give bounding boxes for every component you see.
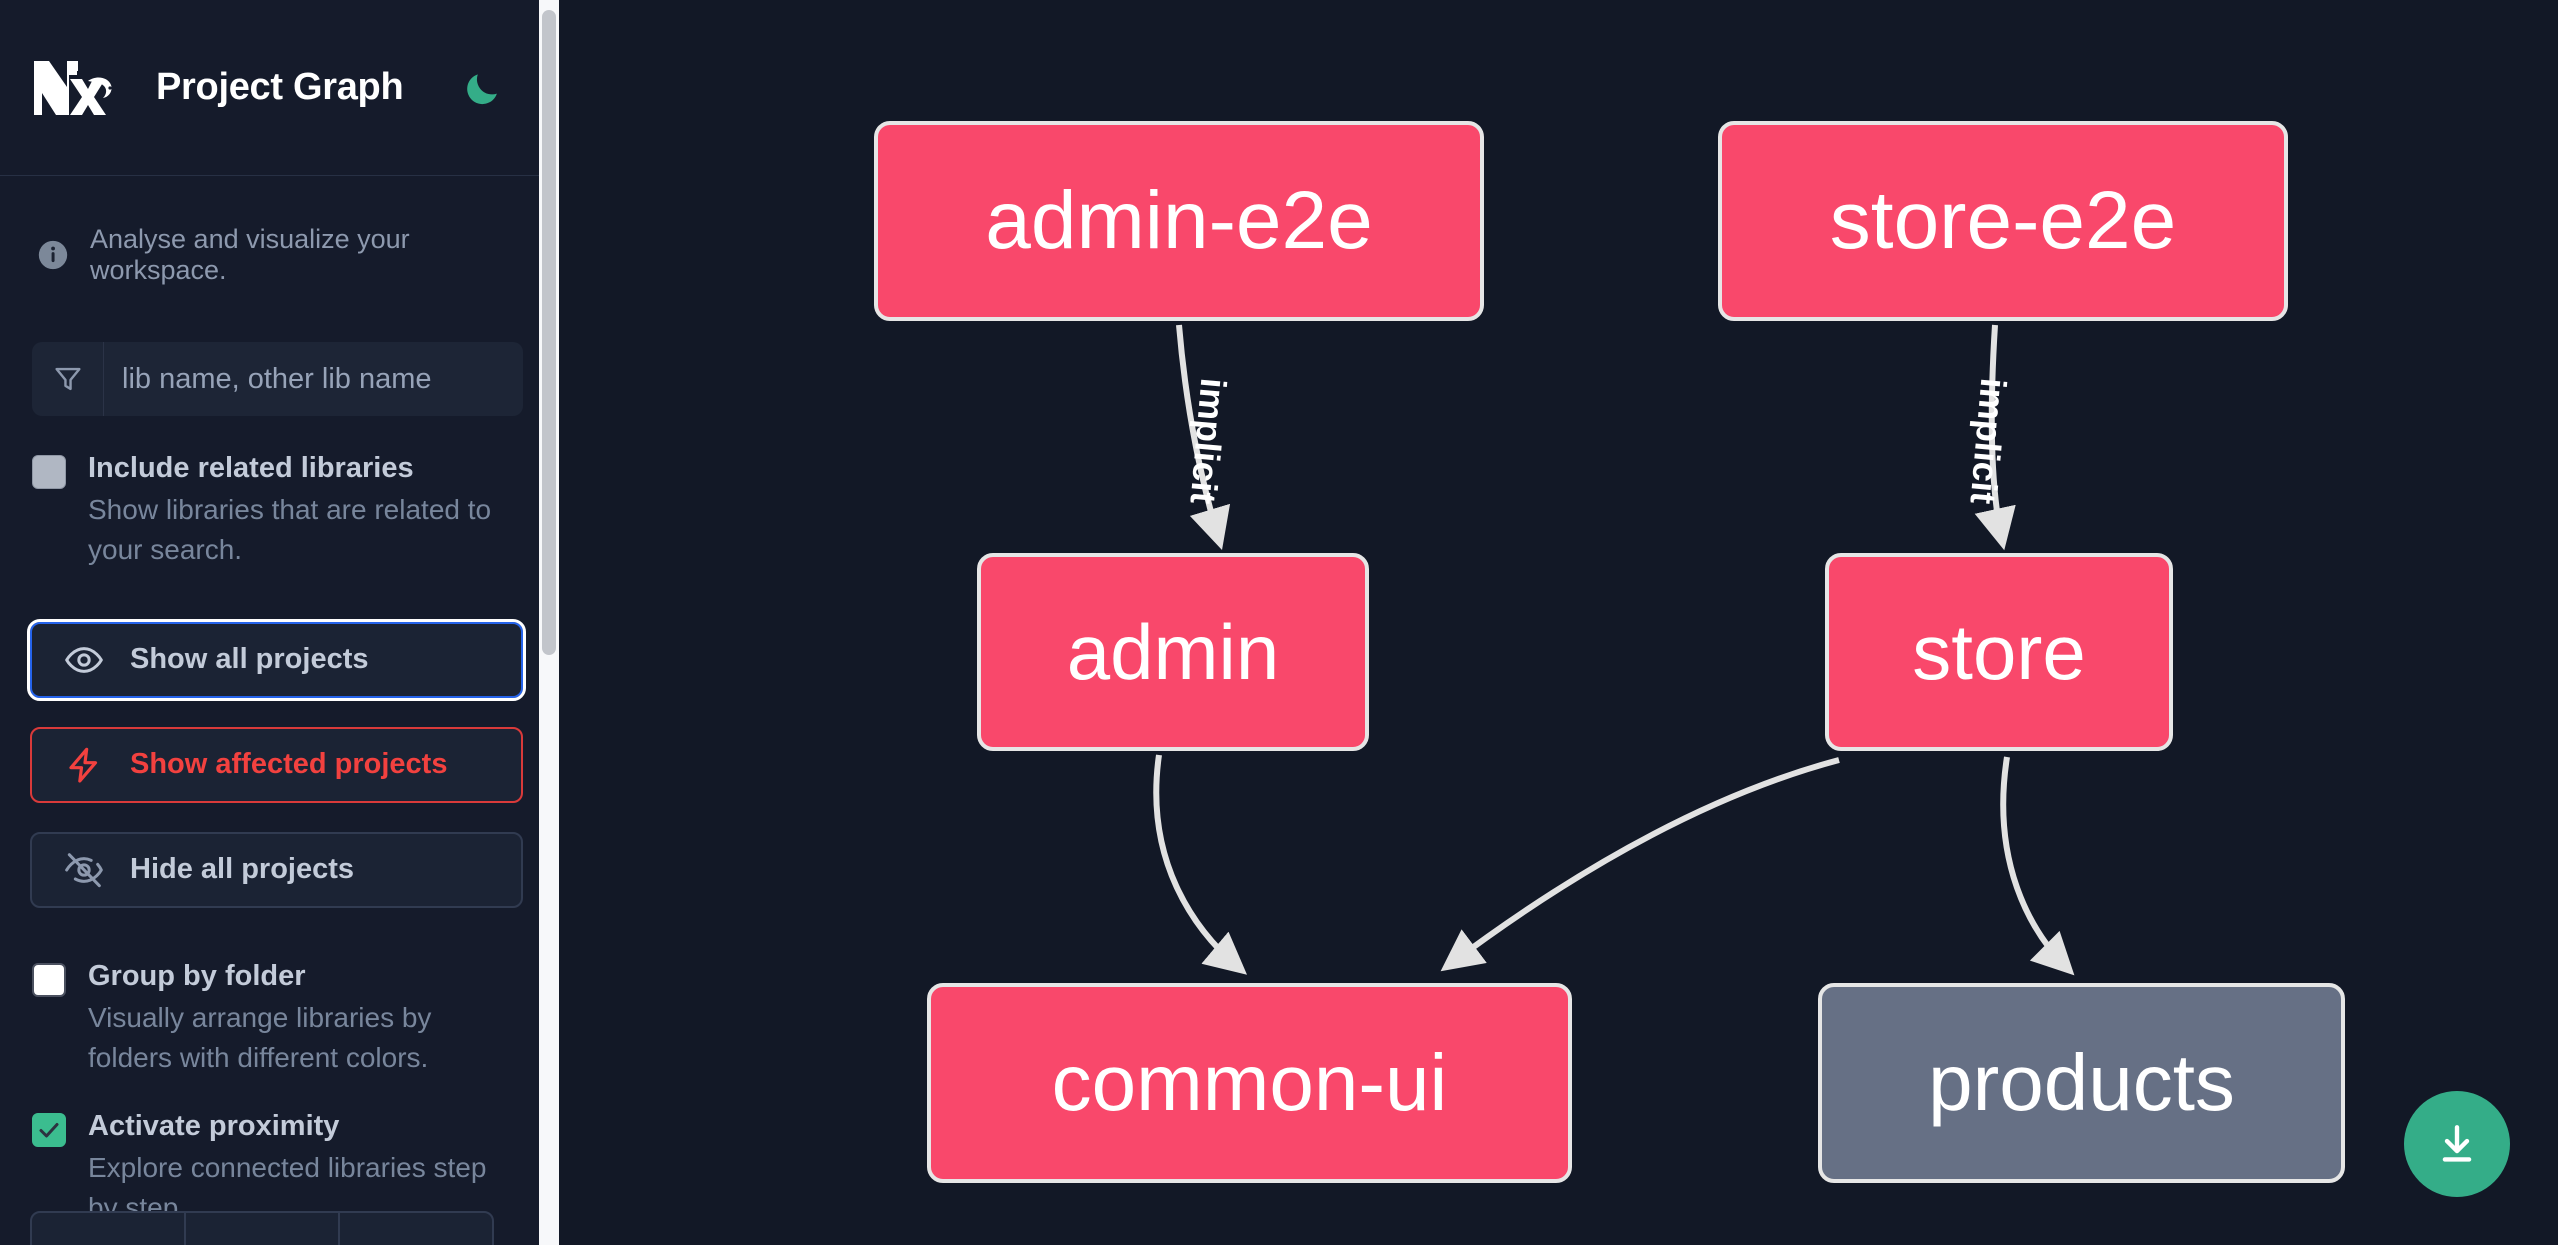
info-icon (38, 240, 68, 270)
show-affected-projects-label: Show affected projects (130, 748, 448, 781)
checkbox-include-related-libraries[interactable] (32, 455, 66, 489)
bottom-button-group[interactable] (30, 1211, 494, 1245)
bottom-button-group-cell-3[interactable] (340, 1213, 492, 1245)
sidebar-scrollbar-thumb[interactable] (542, 10, 556, 655)
edge-store-e2e-store (1974, 324, 2016, 551)
edge-store-products (2000, 756, 2075, 976)
lightning-bolt-icon (69, 747, 98, 783)
checkbox-group-by-folder[interactable] (32, 962, 66, 997)
sidebar-scrollbar[interactable] (539, 0, 559, 1245)
eye-off-icon (65, 852, 103, 887)
edge-admin-common-ui (1153, 754, 1248, 975)
checkbox-label-group-by-folder: Group by folder (88, 959, 306, 992)
edge-admin-e2e-admin (1176, 324, 1231, 551)
page-title: Project Graph (156, 66, 404, 108)
graph-node-admin-e2e[interactable]: admin-e2e (874, 121, 1484, 321)
graph-node-admin[interactable]: admin (977, 553, 1369, 751)
filter-funnel-icon (32, 342, 104, 416)
graph-node-store[interactable]: store (1825, 553, 2173, 751)
search-field-wrapper[interactable] (32, 342, 523, 416)
filter-funnel-icon-glyph (54, 367, 81, 391)
nx-logo (34, 60, 112, 115)
sidebar: Project Graph Analyse and visualize your… (0, 0, 559, 1245)
graph-edges: implicit implicit (1153, 324, 2075, 976)
checkbox-desc-include-related-libraries: Show libraries that are related to your … (88, 494, 492, 565)
sidebar-tagline: Analyse and visualize your workspace. (0, 176, 559, 286)
bottom-button-group-cell-2[interactable] (186, 1213, 340, 1245)
eye-icon (65, 646, 103, 673)
show-all-projects-label: Show all projects (130, 643, 369, 676)
show-affected-projects-button[interactable]: Show affected projects (30, 726, 523, 803)
moon-icon-glyph (467, 73, 498, 104)
checkbox-row-include-related-libraries[interactable]: Include related libraries Show libraries… (0, 450, 559, 570)
graph-node-products[interactable]: products (1818, 983, 2345, 1183)
moon-icon[interactable] (457, 63, 507, 113)
graph-node-common-ui[interactable]: common-ui (927, 983, 1572, 1183)
checkbox-label-activate-proximity: Activate proximity (88, 1109, 340, 1142)
project-visibility-buttons: Show all projects Show affected projects… (27, 618, 526, 908)
edge-store-common-ui (1440, 757, 1840, 972)
tagline-text: Analyse and visualize your workspace. (90, 224, 410, 285)
graph-canvas[interactable]: implicit implicit admin-e2e store-e2e ad… (559, 0, 2558, 1245)
sidebar-header: Project Graph (0, 0, 559, 176)
edge-label-implicit-store: implicit (1963, 377, 2015, 506)
hide-all-projects-label: Hide all projects (130, 853, 355, 886)
search-input[interactable] (104, 342, 523, 416)
hide-all-projects-button[interactable]: Hide all projects (30, 831, 523, 908)
download-button[interactable] (2404, 1091, 2510, 1197)
show-all-projects-button[interactable]: Show all projects (27, 618, 526, 701)
graph-node-store-e2e[interactable]: store-e2e (1718, 121, 2288, 321)
checkbox-row-activate-proximity[interactable]: Activate proximity Explore connected lib… (0, 1108, 559, 1228)
download-icon (2442, 1125, 2472, 1162)
checkbox-label-include-related-libraries: Include related libraries (88, 452, 414, 484)
edge-label-implicit-admin: implicit (1183, 377, 1235, 506)
check-icon (39, 1122, 59, 1137)
checkbox-row-group-by-folder[interactable]: Group by folder Visually arrange librari… (0, 958, 559, 1078)
checkbox-desc-group-by-folder: Visually arrange libraries by folders wi… (88, 1002, 432, 1073)
bottom-button-group-cell-1[interactable] (32, 1213, 186, 1245)
checkbox-activate-proximity[interactable] (32, 1112, 66, 1147)
